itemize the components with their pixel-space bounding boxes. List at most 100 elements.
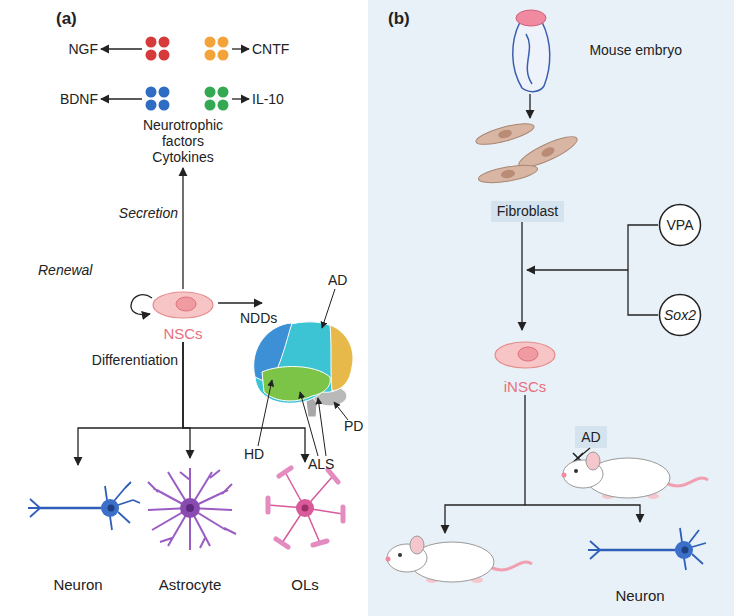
- cell-source: Fibroblast: [465, 118, 590, 222]
- factor-dot: [218, 50, 229, 61]
- factor-dot: [205, 100, 216, 111]
- factor-dot: [205, 37, 216, 48]
- node-text: Neuron: [615, 587, 664, 604]
- mouse-foot: [647, 493, 659, 499]
- cell-type: OLs: [255, 462, 355, 603]
- factor-arrow: [232, 48, 249, 49]
- node-text: Astrocyte: [159, 576, 222, 593]
- node-text: OLs: [291, 576, 319, 593]
- factor-dot: [146, 50, 157, 61]
- treatment-arrow: [445, 505, 525, 533]
- astrocyte-process: [148, 468, 236, 550]
- brain-cerebrum: [254, 322, 353, 403]
- factor-circle: Sox2: [658, 293, 702, 337]
- ol-process: [268, 472, 343, 543]
- mouse-ear: [410, 536, 424, 554]
- mouse-ear: [586, 452, 600, 470]
- cell-nucleus: [682, 547, 689, 554]
- factor-dot: [159, 50, 170, 61]
- connector: [78, 342, 183, 465]
- factor-arrow: [101, 48, 142, 49]
- embryo-tuft: [516, 10, 546, 26]
- factor-dot: [205, 87, 216, 98]
- factor-dot: [146, 87, 157, 98]
- circle-shape: [660, 205, 701, 246]
- factor-dot: [146, 100, 157, 111]
- mouse-body: [410, 542, 494, 582]
- mouse-foot: [426, 577, 438, 583]
- node-text: (b): [388, 10, 734, 27]
- neuron-soma: [101, 499, 119, 517]
- ol-soma: [296, 499, 314, 517]
- node-text: iNSCs: [504, 378, 547, 395]
- mouse-foot: [471, 577, 483, 583]
- secretion-arrow: [182, 168, 183, 289]
- node-text: Neuron: [53, 576, 102, 593]
- node-text: AD: [581, 429, 600, 446]
- mouse-head: [387, 544, 427, 572]
- factor-arrow: [232, 98, 249, 99]
- renewal-loop: [131, 295, 152, 315]
- stem-cell: NSCs: [143, 280, 223, 342]
- circle-shape: [660, 295, 701, 336]
- cell-nucleus: [497, 128, 513, 139]
- mouse-head: [563, 460, 603, 488]
- factor-dot: [159, 37, 170, 48]
- factor-dot: [218, 100, 229, 111]
- injection-line: [566, 448, 590, 468]
- factor-arrow: [101, 98, 142, 99]
- embryo-source: Mouse embryo: [500, 6, 700, 94]
- myelin-segment: [268, 468, 343, 547]
- mouse-foot: [602, 493, 614, 499]
- axon-terminal: [588, 541, 600, 559]
- cell-nucleus: [108, 505, 115, 512]
- cell-nucleus: [186, 504, 194, 512]
- connector: [529, 94, 530, 118]
- mouse-tail: [492, 562, 532, 570]
- brain-occipital: [330, 325, 353, 391]
- dendrite: [105, 482, 140, 530]
- cell-nucleus: [540, 145, 556, 158]
- connector: [521, 222, 522, 330]
- mouse-tail: [668, 478, 708, 486]
- embryo-line: [526, 34, 532, 84]
- brainstem: [305, 392, 318, 417]
- stem-cell-body: [495, 342, 555, 368]
- panel: (b)Mouse embryoFibroblastVPA Sox2 iNSCsAD N…: [368, 0, 734, 616]
- panel: (a) NSCsNeuron Astrocyte OLs: [0, 0, 368, 616]
- mouse-nose: [562, 473, 567, 478]
- connector: [525, 395, 640, 522]
- factor-dot: [146, 37, 157, 48]
- leader-line: [258, 380, 272, 446]
- stem-cell: iNSCs: [485, 330, 565, 395]
- embryo-body: [513, 22, 550, 92]
- brain-frontal: [254, 323, 292, 384]
- mouse: [562, 452, 709, 499]
- fibroblast-cell: [477, 162, 539, 186]
- cross-mark: [573, 453, 583, 463]
- connector: [183, 342, 190, 458]
- mouse-body: [586, 458, 670, 498]
- cell-nucleus: [500, 169, 515, 179]
- leader-line: [322, 289, 335, 328]
- mouse-eye: [398, 553, 402, 557]
- factor-dot: [159, 87, 170, 98]
- node-text: (a): [56, 10, 368, 27]
- cell-type: Neuron: [22, 465, 134, 603]
- stem-cell-body: [153, 292, 213, 318]
- disease-arrow: [218, 302, 262, 303]
- node-text: VPA: [667, 217, 694, 234]
- factor-dot: [205, 50, 216, 61]
- cell-type: Astrocyte: [140, 458, 240, 603]
- cerebellum: [313, 386, 347, 406]
- bracket: [628, 225, 658, 315]
- axon: [600, 549, 676, 552]
- astrocyte-soma: [180, 498, 200, 518]
- cell-nucleus: [302, 505, 309, 512]
- leader-line: [334, 402, 348, 420]
- factor-circle: VPA: [658, 203, 702, 247]
- factor-dot: [159, 100, 170, 111]
- cell-nucleus: [176, 297, 196, 311]
